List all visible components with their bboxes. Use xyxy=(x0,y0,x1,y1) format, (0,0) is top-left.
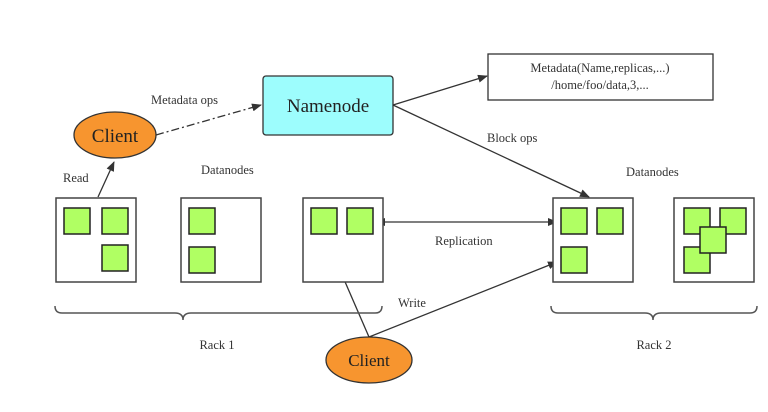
data-block xyxy=(188,246,216,274)
data-block xyxy=(310,207,338,235)
data-block xyxy=(560,207,588,235)
namenode-to-metadata-arrow xyxy=(392,74,488,106)
rack1-brace xyxy=(54,305,383,321)
datanode-rack2-1[interactable] xyxy=(552,197,634,283)
read-arrow xyxy=(97,161,115,198)
metadata-line-2: /home/foo/data,3,... xyxy=(551,78,649,92)
metadata-box: Metadata(Name,replicas,...) /home/foo/da… xyxy=(487,53,714,101)
datanode-rack2-2[interactable] xyxy=(673,197,755,283)
data-block xyxy=(560,246,588,274)
replication-label: Replication xyxy=(435,234,493,248)
write-arrow-rack2 xyxy=(368,261,558,338)
data-block xyxy=(101,244,129,272)
rack1-label: Rack 1 xyxy=(199,338,234,352)
block-ops-arrow xyxy=(392,104,590,198)
metadata-ops-label: Metadata ops xyxy=(151,93,218,107)
data-block xyxy=(188,207,216,235)
client-top-node[interactable]: Client xyxy=(73,111,157,159)
namenode-label: Namenode xyxy=(287,96,369,117)
block-ops-label: Block ops xyxy=(487,131,537,145)
client-bottom-label: Client xyxy=(348,351,390,370)
client-bottom-node[interactable]: Client xyxy=(325,336,413,384)
namenode-node[interactable]: Namenode xyxy=(262,75,394,136)
metadata-ops-arrow xyxy=(155,103,262,136)
data-block xyxy=(101,207,129,235)
datanode-rack1-1[interactable] xyxy=(55,197,137,283)
datanode-rack1-3[interactable] xyxy=(302,197,384,283)
read-label: Read xyxy=(63,171,89,185)
data-block xyxy=(346,207,374,235)
write-label: Write xyxy=(398,296,426,310)
data-block xyxy=(63,207,91,235)
data-block xyxy=(699,226,727,254)
metadata-line-1: Metadata(Name,replicas,...) xyxy=(530,61,669,75)
client-top-label: Client xyxy=(92,126,139,147)
data-block xyxy=(596,207,624,235)
datanode-rack1-2[interactable] xyxy=(180,197,262,283)
rack2-label: Rack 2 xyxy=(636,338,671,352)
rack2-brace xyxy=(550,305,758,321)
datanodes-left-label: Datanodes xyxy=(201,163,254,177)
datanodes-right-label: Datanodes xyxy=(626,165,679,179)
